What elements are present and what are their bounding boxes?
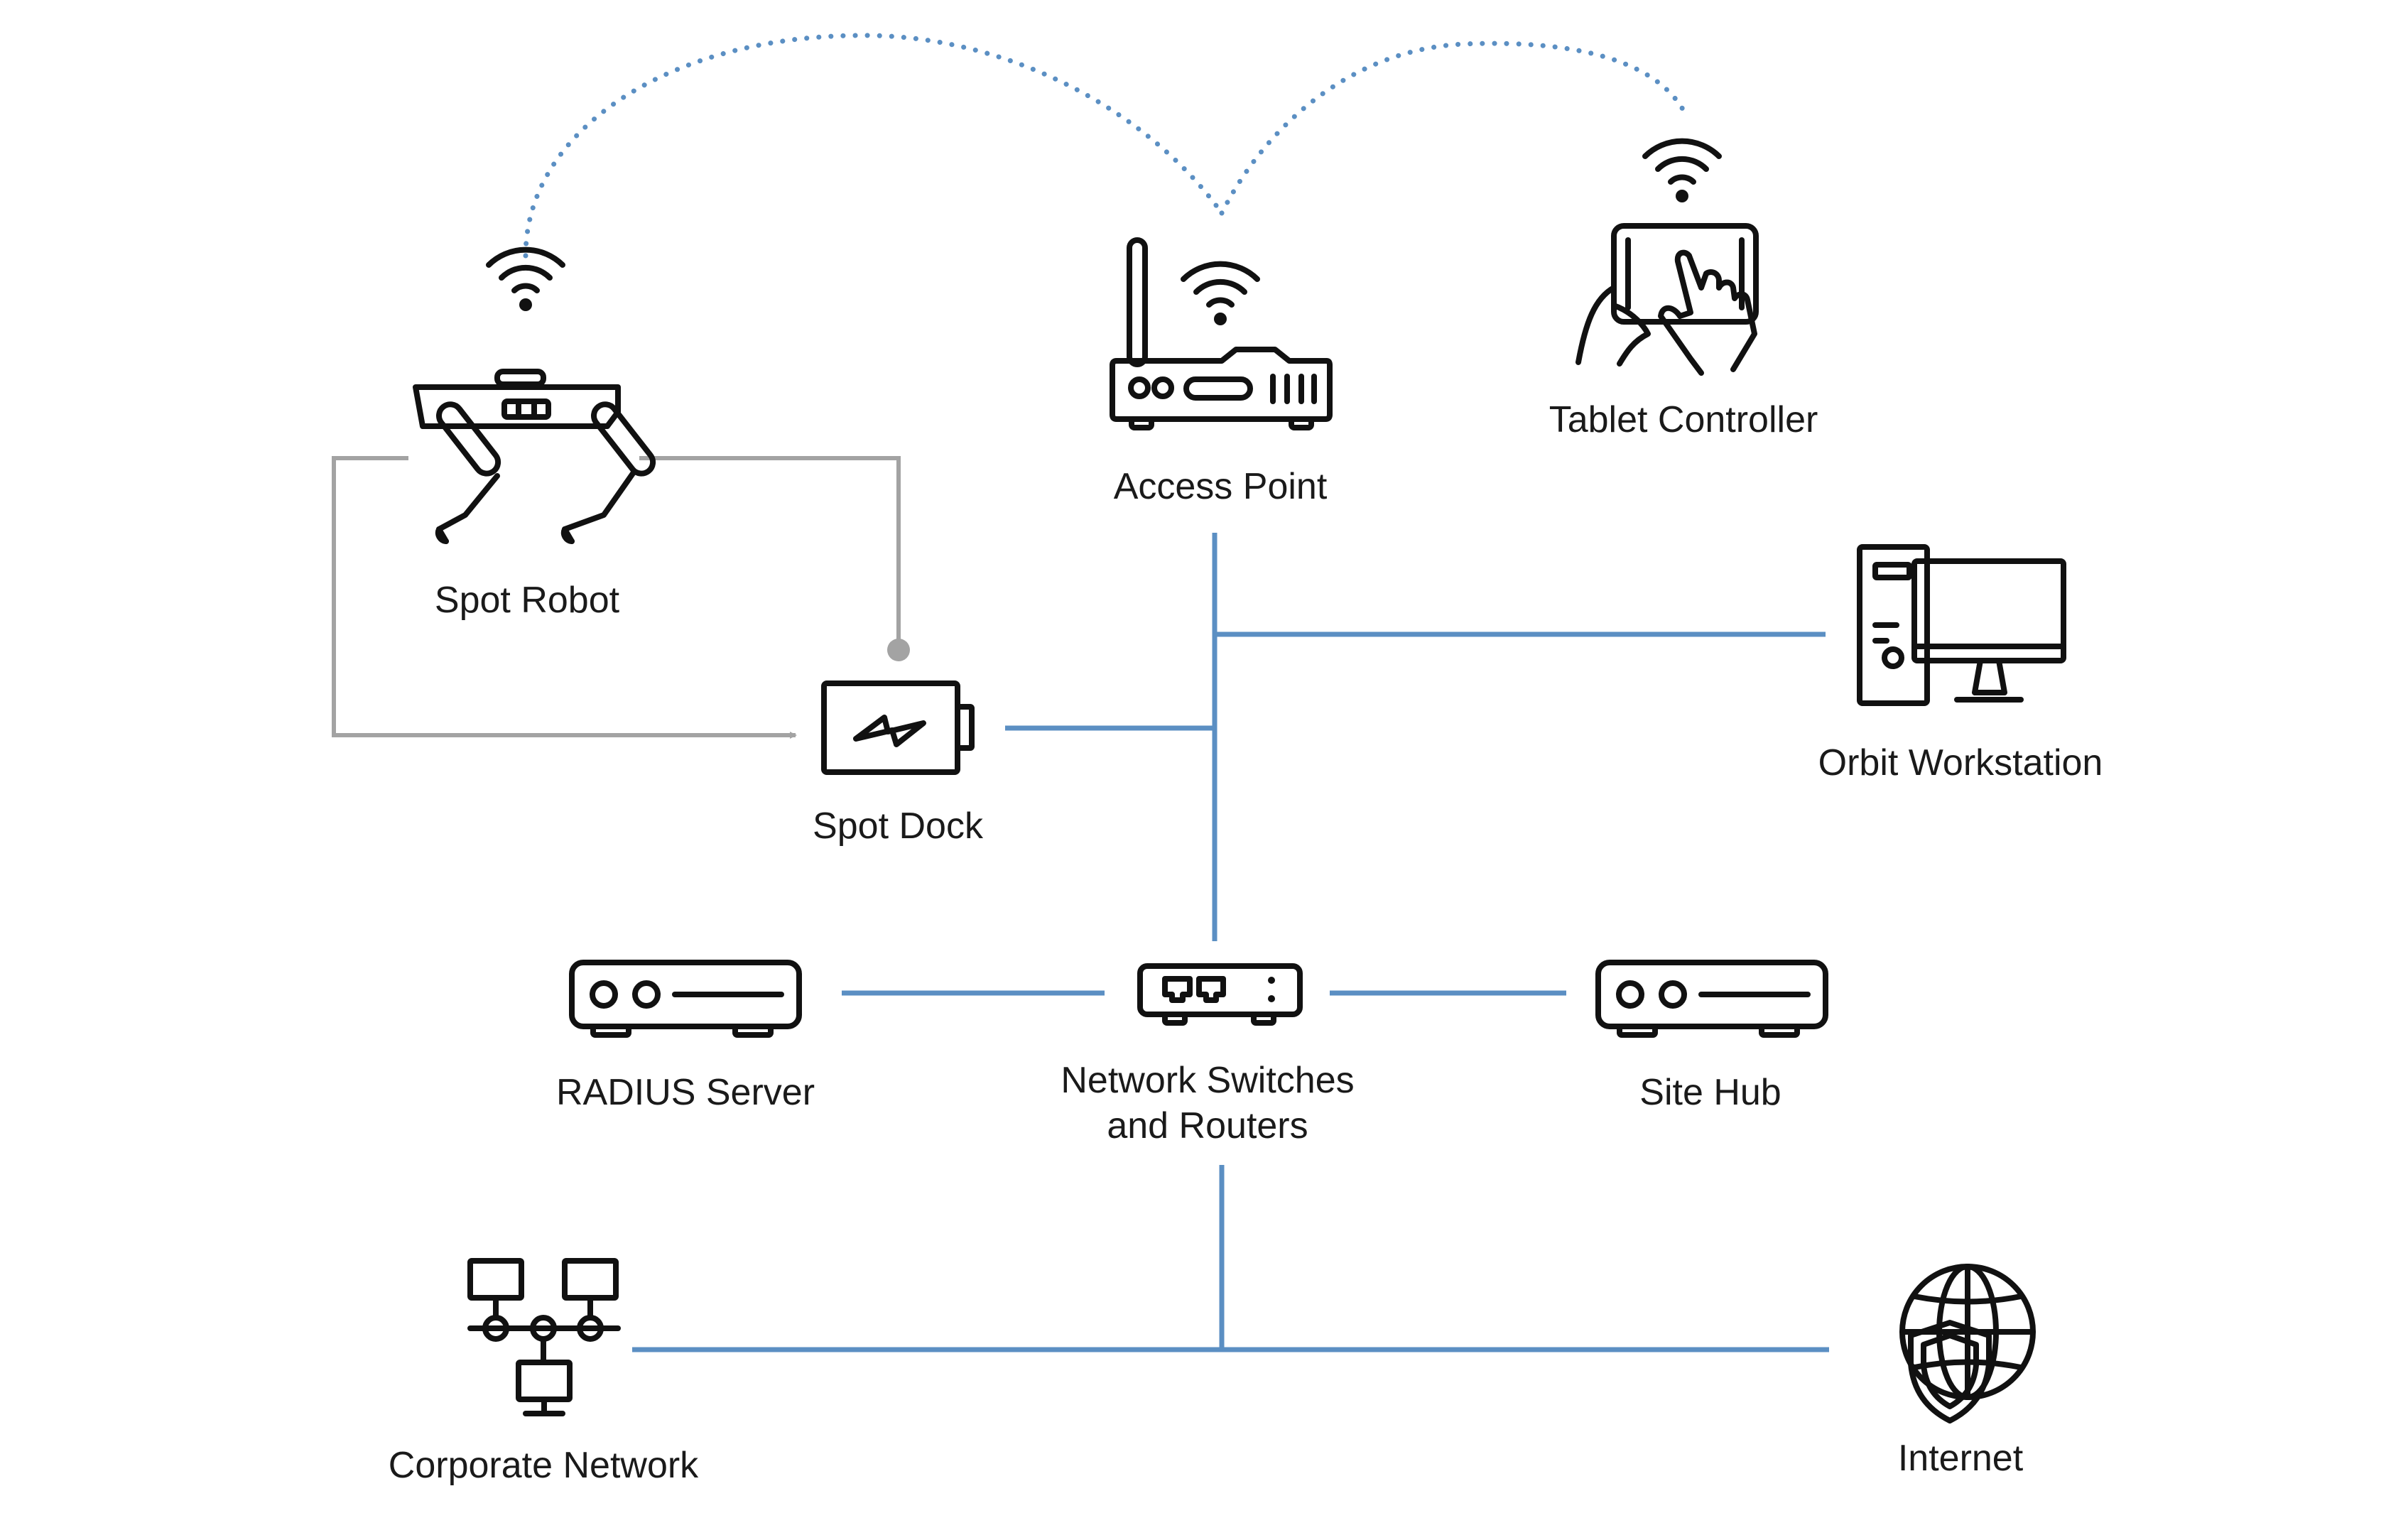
network-switches-label-line2: and Routers (1107, 1105, 1308, 1146)
site-hub-node: Site Hub (1595, 960, 1828, 1113)
power-link (332, 456, 910, 739)
network-switches-node: Network Switches and Routers (1061, 963, 1355, 1146)
network-topology-icon (467, 1258, 621, 1416)
wifi-router-icon (1110, 237, 1333, 430)
site-hub-label: Site Hub (1639, 1072, 1781, 1113)
network-switch-icon (1137, 963, 1303, 1026)
wifi-icon (1181, 261, 1260, 325)
power-line-robot-dock-right (639, 456, 901, 643)
charging-battery-icon (821, 680, 975, 775)
corporate-network-node: Corporate Network (389, 1258, 699, 1486)
network-switches-label-line1: Network Switches (1061, 1060, 1354, 1101)
tablet-hands-icon (1575, 223, 1759, 376)
orbit-workstation-node: Orbit Workstation (1818, 544, 2103, 783)
spot-robot-label: Spot Robot (435, 580, 620, 621)
tablet-controller-node: Tablet Controller (1549, 138, 1818, 440)
tablet-controller-label: Tablet Controller (1549, 399, 1818, 440)
power-line-robot-dock-left (332, 456, 797, 739)
spot-robot-node: Spot Robot (413, 246, 656, 621)
wireless-link-robot-ap (523, 33, 1225, 259)
corporate-network-label: Corporate Network (389, 1445, 699, 1486)
desktop-computer-icon (1857, 544, 2066, 706)
spot-dock-node: Spot Dock (813, 680, 984, 847)
wireless-links (523, 33, 1690, 259)
wired-links (632, 533, 1829, 1352)
internet-label: Internet (1898, 1438, 2024, 1479)
wireless-link-tablet-ap (1219, 40, 1690, 216)
spot-dock-label: Spot Dock (813, 806, 984, 847)
access-point-label: Access Point (1114, 466, 1328, 507)
access-point-node: Access Point (1110, 237, 1333, 507)
power-connector-dot (887, 639, 910, 661)
orbit-workstation-label: Orbit Workstation (1818, 742, 2103, 783)
radius-server-label: RADIUS Server (556, 1072, 815, 1113)
wifi-icon (1642, 138, 1722, 202)
robot-dog-icon (413, 369, 656, 544)
internet-node: Internet (1898, 1264, 2036, 1479)
radius-server-node: RADIUS Server (556, 960, 815, 1113)
server-box-icon (569, 960, 802, 1038)
wifi-icon (486, 246, 565, 311)
server-box-icon (1595, 960, 1828, 1038)
globe-shield-icon (1899, 1264, 2036, 1423)
